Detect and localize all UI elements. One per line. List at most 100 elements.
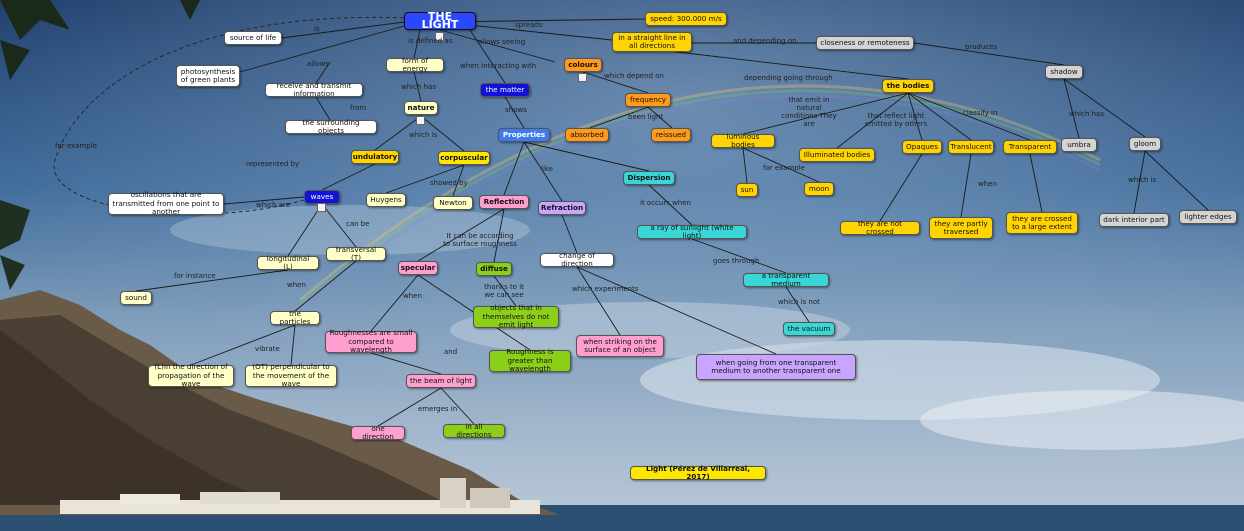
link-according-roughness: It can be according to surface roughness bbox=[443, 232, 517, 248]
concept-moon[interactable]: moon bbox=[804, 182, 834, 196]
resource-icon[interactable] bbox=[578, 73, 587, 82]
concept-link-line bbox=[523, 141, 563, 202]
concept-transversal[interactable]: transversal (T) bbox=[326, 245, 386, 262]
concept-longitudinal[interactable]: longitudinal (L) bbox=[257, 254, 319, 271]
concept-vacuum[interactable]: the vacuum bbox=[783, 322, 835, 336]
concept-luminous-bodies[interactable]: luminous bodies bbox=[711, 132, 775, 149]
concept-link-line bbox=[582, 71, 649, 94]
concept-reflection[interactable]: Reflection bbox=[479, 195, 529, 209]
concept-frequency[interactable]: frequency bbox=[625, 93, 671, 107]
concept-dispersion[interactable]: Dispersion bbox=[623, 171, 675, 185]
concept-partly-traversed[interactable]: they are partly traversed bbox=[929, 217, 993, 239]
concept-link-line bbox=[413, 71, 422, 102]
link-for-example: for example bbox=[763, 164, 805, 172]
concept-opaques[interactable]: Opaques bbox=[902, 140, 942, 154]
concept-transparent[interactable]: Transparent bbox=[1003, 140, 1057, 154]
link-is: is bbox=[314, 25, 320, 33]
concept-roughness-small[interactable]: Roughnesses are small compared to wavele… bbox=[325, 329, 417, 354]
concept-striking-surface[interactable]: when striking on the surface of an objec… bbox=[576, 335, 664, 357]
link-which-is-not: which is not bbox=[778, 298, 820, 306]
concept-ray-of-sunlight[interactable]: a ray of sunlight (white light) bbox=[637, 223, 747, 240]
concept-one-direction[interactable]: one direction bbox=[351, 424, 405, 441]
concept-transparent-medium[interactable]: a transparent medium bbox=[743, 271, 829, 288]
concept-link-line bbox=[281, 21, 405, 39]
concept-receive-info[interactable]: receive and transmit information bbox=[265, 81, 363, 98]
concept-translucent[interactable]: Translucent bbox=[948, 140, 994, 154]
concept-objects-no-light[interactable]: objects that in themselves do not emit l… bbox=[473, 304, 559, 329]
concept-link-line bbox=[452, 164, 465, 197]
concept-dark-interior[interactable]: dark interior part bbox=[1099, 213, 1169, 227]
concept-photosynthesis[interactable]: photosynthesis of green plants bbox=[176, 65, 240, 87]
concept-reissued[interactable]: reissued bbox=[651, 128, 691, 142]
concept-link-line bbox=[440, 387, 475, 425]
link-that-reflect: that reflect light emitted by others bbox=[864, 112, 928, 128]
resource-icon[interactable] bbox=[435, 32, 444, 41]
concept-roughness-greater[interactable]: Roughness is greater than wavelength bbox=[489, 348, 571, 373]
concept-closeness[interactable]: closeness or remoteness bbox=[816, 36, 914, 50]
concept-lighter-edges[interactable]: lighter edges bbox=[1179, 210, 1237, 224]
concept-link-line bbox=[290, 324, 296, 366]
concept-refraction[interactable]: Refraction bbox=[538, 201, 586, 215]
concept-link-line bbox=[420, 115, 465, 152]
concept-link-line bbox=[315, 96, 331, 121]
concept-all-directions[interactable]: in all directions bbox=[443, 422, 505, 439]
concept-link-line bbox=[287, 203, 323, 257]
concept-illuminated-bodies[interactable]: Illuminated bodies bbox=[799, 148, 875, 162]
concept-shadow[interactable]: shadow bbox=[1045, 65, 1083, 79]
concept-colours[interactable]: colours bbox=[564, 58, 602, 72]
concept-gloom[interactable]: gloom bbox=[1129, 137, 1161, 151]
concept-absorbed[interactable]: absorbed bbox=[565, 128, 609, 142]
concept-crossed-large[interactable]: they are crossed to a large extent bbox=[1006, 212, 1078, 234]
concept-link-line bbox=[1144, 150, 1209, 211]
link-vibrate: vibrate bbox=[255, 345, 280, 353]
concept-particles[interactable]: the particles bbox=[270, 309, 320, 326]
concept-sun[interactable]: sun bbox=[736, 183, 758, 197]
concept-undulatory[interactable]: undulatory bbox=[351, 150, 399, 164]
concept-sound[interactable]: sound bbox=[120, 291, 152, 305]
concept-link-line bbox=[907, 92, 972, 141]
link-it-occurs-when: it occurs when bbox=[640, 199, 691, 207]
concept-link-line bbox=[469, 29, 506, 84]
concept-form-of-energy[interactable]: form of energy bbox=[386, 56, 444, 73]
link-which-experiments: which experiments bbox=[572, 285, 639, 293]
concept-waves[interactable]: waves bbox=[304, 190, 340, 204]
concept-umbra[interactable]: umbra bbox=[1061, 138, 1097, 152]
resource-icon[interactable] bbox=[416, 116, 425, 125]
concept-matter[interactable]: the matter bbox=[480, 83, 530, 97]
concept-specular[interactable]: specular bbox=[398, 261, 438, 275]
concept-speed[interactable]: speed: 300.000 m/s bbox=[645, 12, 727, 26]
concept-properties[interactable]: Properties bbox=[498, 128, 550, 142]
concept-nature[interactable]: nature bbox=[404, 101, 438, 115]
concept-corpuscular[interactable]: corpuscular bbox=[438, 151, 490, 165]
concept-not-crossed[interactable]: they are not crossed bbox=[840, 219, 920, 236]
central-concept-the-light[interactable]: THE LIGHT bbox=[404, 11, 476, 30]
concept-link-line bbox=[413, 29, 421, 59]
concept-oscillations[interactable]: oscillations that are transmitted from o… bbox=[108, 191, 224, 216]
concept-link-line bbox=[315, 61, 331, 84]
concept-link-line bbox=[785, 286, 810, 323]
concept-l-direction[interactable]: (L)in the direction of propagation of th… bbox=[148, 363, 234, 388]
concept-change-of-direction[interactable]: change of direction bbox=[540, 251, 614, 268]
link-represented-by: represented by bbox=[246, 160, 300, 168]
concept-ot-perpendicular[interactable]: (OT) perpendicular to the movement of th… bbox=[245, 363, 337, 388]
concept-source-of-life[interactable]: source of life bbox=[224, 31, 282, 45]
concept-huygens[interactable]: Huygens bbox=[366, 193, 406, 207]
concept-link-line bbox=[321, 203, 357, 248]
concept-newton[interactable]: Newton bbox=[433, 196, 473, 210]
concept-beam-of-light[interactable]: the beam of light bbox=[406, 374, 476, 388]
concept-link-line bbox=[647, 106, 673, 129]
resource-icon[interactable] bbox=[317, 203, 326, 212]
concept-the-bodies[interactable]: the bodies bbox=[882, 79, 934, 93]
link-produces: produces bbox=[965, 43, 998, 51]
credit-label: Light (Pérez de Villarreal, 2017) bbox=[630, 464, 766, 481]
concept-transparent-to-transparent[interactable]: when going from one transparent medium t… bbox=[696, 354, 856, 380]
concept-link-line bbox=[417, 208, 505, 262]
concept-link-line bbox=[836, 92, 909, 149]
concept-diffuse[interactable]: diffuse bbox=[476, 262, 512, 276]
link-which-is-gloom: which is bbox=[1128, 176, 1157, 184]
concept-link-line bbox=[321, 163, 376, 191]
concept-surrounding-objects[interactable]: the surrounding objects bbox=[285, 118, 377, 135]
link-which-has-shadow: which has bbox=[1069, 110, 1104, 118]
concept-straight-line[interactable]: in a straight line in all directions bbox=[612, 32, 692, 52]
